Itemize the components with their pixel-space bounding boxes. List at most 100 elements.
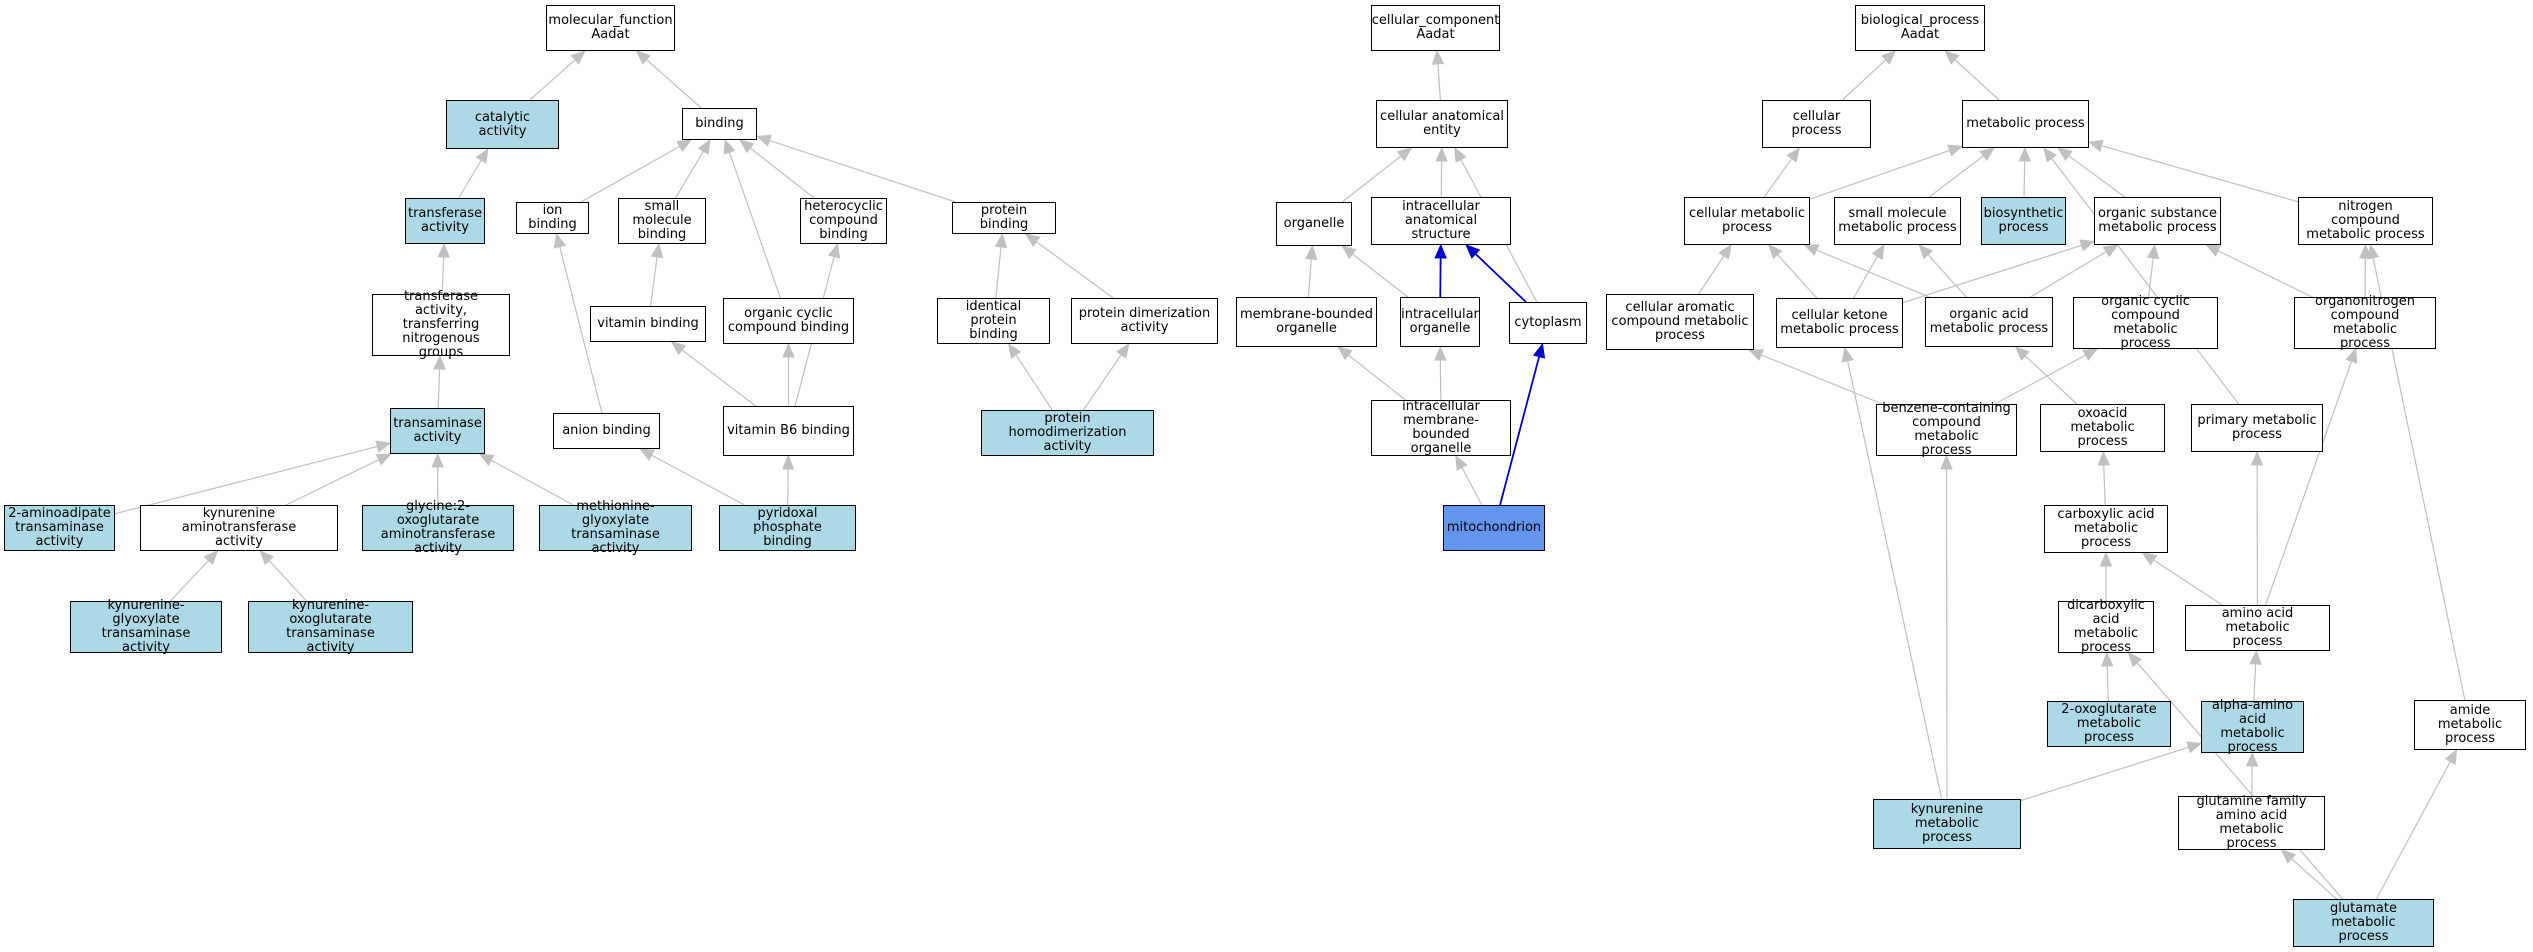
arrowhead-icon xyxy=(650,242,664,259)
edge-line xyxy=(1015,354,1053,411)
edge-line xyxy=(2375,761,2451,900)
arrowhead-icon xyxy=(1434,243,1447,259)
edge-line xyxy=(169,560,209,602)
arrowhead-icon xyxy=(635,50,651,65)
arrowhead-icon xyxy=(1024,233,1041,248)
arrowhead-icon xyxy=(1979,147,1995,162)
edge-line xyxy=(1816,249,1930,298)
edge-tam-to-tng xyxy=(433,354,446,409)
edge-line xyxy=(2153,559,2223,606)
arrowhead-icon xyxy=(1532,342,1546,359)
term-node-bio: biosynthetic process xyxy=(1981,197,2066,245)
edge-line xyxy=(1902,244,2082,304)
edge-ion-to-bind xyxy=(580,139,693,203)
edge-imbo-to-mbo xyxy=(1337,346,1406,401)
edge-osmp-to-mp xyxy=(2057,147,2126,198)
arrowhead-icon xyxy=(670,341,687,356)
edge-occ-to-bind xyxy=(723,138,782,299)
edge-line xyxy=(645,59,702,109)
arrowhead-icon xyxy=(2102,244,2119,258)
term-node-kgly: kynurenine-glyoxylate transaminase activ… xyxy=(70,599,222,655)
term-node-oxmp: oxoacid metabolic process xyxy=(2040,404,2165,452)
edge-line xyxy=(995,246,1002,299)
edge-line xyxy=(2101,145,2299,203)
arrowhead-icon xyxy=(2367,243,2380,260)
edge-line xyxy=(728,152,782,299)
edge-line xyxy=(1474,253,1527,303)
term-node-kat: kynurenine aminotransferase activity xyxy=(140,505,338,551)
term-node-koxo: kynurenine-oxoglutarate transaminase act… xyxy=(248,599,413,655)
arrowhead-icon xyxy=(782,342,795,358)
term-node-phd: protein homodimerization activity xyxy=(981,410,1154,456)
arrowhead-icon xyxy=(1396,147,1413,162)
arrowhead-icon xyxy=(2345,347,2358,364)
term-node-osmp: organic substance metabolic process xyxy=(2094,197,2221,245)
arrowhead-icon xyxy=(259,550,275,566)
edge-gly-to-tam xyxy=(431,452,444,506)
edge-idp-to-prot xyxy=(994,232,1008,299)
arrowhead-icon xyxy=(478,453,495,466)
edge-line xyxy=(1777,254,1818,299)
term-node-oxg: 2-oxoglutarate metabolic process xyxy=(2047,701,2171,747)
arrowhead-icon xyxy=(697,138,711,155)
edge-line xyxy=(580,145,681,203)
term-node-cp: cellular process xyxy=(1762,100,1871,148)
edge-line xyxy=(2068,155,2126,198)
edge-plp-to-b6 xyxy=(781,454,795,506)
edge-oxg-to-dcmp xyxy=(2100,651,2114,702)
term-node-ion: ion binding xyxy=(516,202,589,234)
arrowhead-icon xyxy=(676,139,693,153)
edge-line xyxy=(1461,467,1483,506)
edge-org-to-cae xyxy=(1341,147,1413,203)
edge-line xyxy=(681,349,757,407)
term-node-bp: biological_process Aadat xyxy=(1855,5,1985,51)
edge-bcmp-to-ocmp xyxy=(1994,348,2099,405)
edge-line xyxy=(1437,63,1441,101)
edge-line xyxy=(458,159,482,199)
term-node-tng: transferase activity, transferring nitro… xyxy=(372,290,510,360)
arrowhead-icon xyxy=(738,139,755,154)
edge-line xyxy=(1307,258,1312,298)
edge-met-to-tam xyxy=(478,453,574,506)
edge-line xyxy=(1928,155,1984,198)
arrowhead-icon xyxy=(553,232,566,249)
arrowhead-icon xyxy=(1434,345,1447,361)
edge-cp-to-bp xyxy=(1841,50,1897,101)
term-node-pmp: primary metabolic process xyxy=(2191,404,2323,452)
edge-mbo-to-org xyxy=(1305,244,1318,298)
edge-line xyxy=(529,59,576,101)
edge-oxmp-to-oamp xyxy=(2014,346,2078,405)
arrowhead-icon xyxy=(1115,342,1130,359)
term-node-anion: anion binding xyxy=(553,413,660,449)
term-node-vit: vitamin binding xyxy=(590,306,706,342)
edge-kmp-to-ckmp xyxy=(1841,346,1943,800)
term-node-trans: transferase activity xyxy=(405,198,485,244)
arrowhead-icon xyxy=(2127,652,2143,668)
edge-line xyxy=(441,256,445,295)
edge-line xyxy=(114,445,378,515)
edge-ckmp-to-smmp xyxy=(1853,243,1885,299)
edge-line xyxy=(1348,354,1406,401)
arrowhead-icon xyxy=(1337,346,1353,361)
arrowhead-icon xyxy=(1435,146,1448,162)
arrowhead-icon xyxy=(638,448,655,461)
arrowhead-icon xyxy=(1718,243,1732,260)
term-node-idp: identical protein binding xyxy=(937,298,1050,344)
edge-bio-to-mp xyxy=(2018,146,2031,198)
edge-line xyxy=(1994,354,2086,405)
term-node-ias: intracellular anatomical structure xyxy=(1371,197,1511,245)
term-node-met: methionine-glyoxylate transaminase activ… xyxy=(539,500,692,556)
edge-mito-to-imbo xyxy=(1455,454,1483,506)
edge-line xyxy=(675,150,704,199)
arrowhead-icon xyxy=(1803,244,1820,256)
term-node-cmp: cellular metabolic process xyxy=(1684,197,1810,245)
arrowhead-icon xyxy=(2141,552,2158,566)
edge-bind-to-mf xyxy=(635,50,702,109)
edge-line xyxy=(2030,251,2107,298)
term-node-smb: small molecule binding xyxy=(618,198,706,244)
edge-line xyxy=(2106,665,2109,702)
edge-line xyxy=(1698,255,1725,295)
term-node-gly: glycine:2-oxoglutarate aminotransferase … xyxy=(362,500,514,556)
